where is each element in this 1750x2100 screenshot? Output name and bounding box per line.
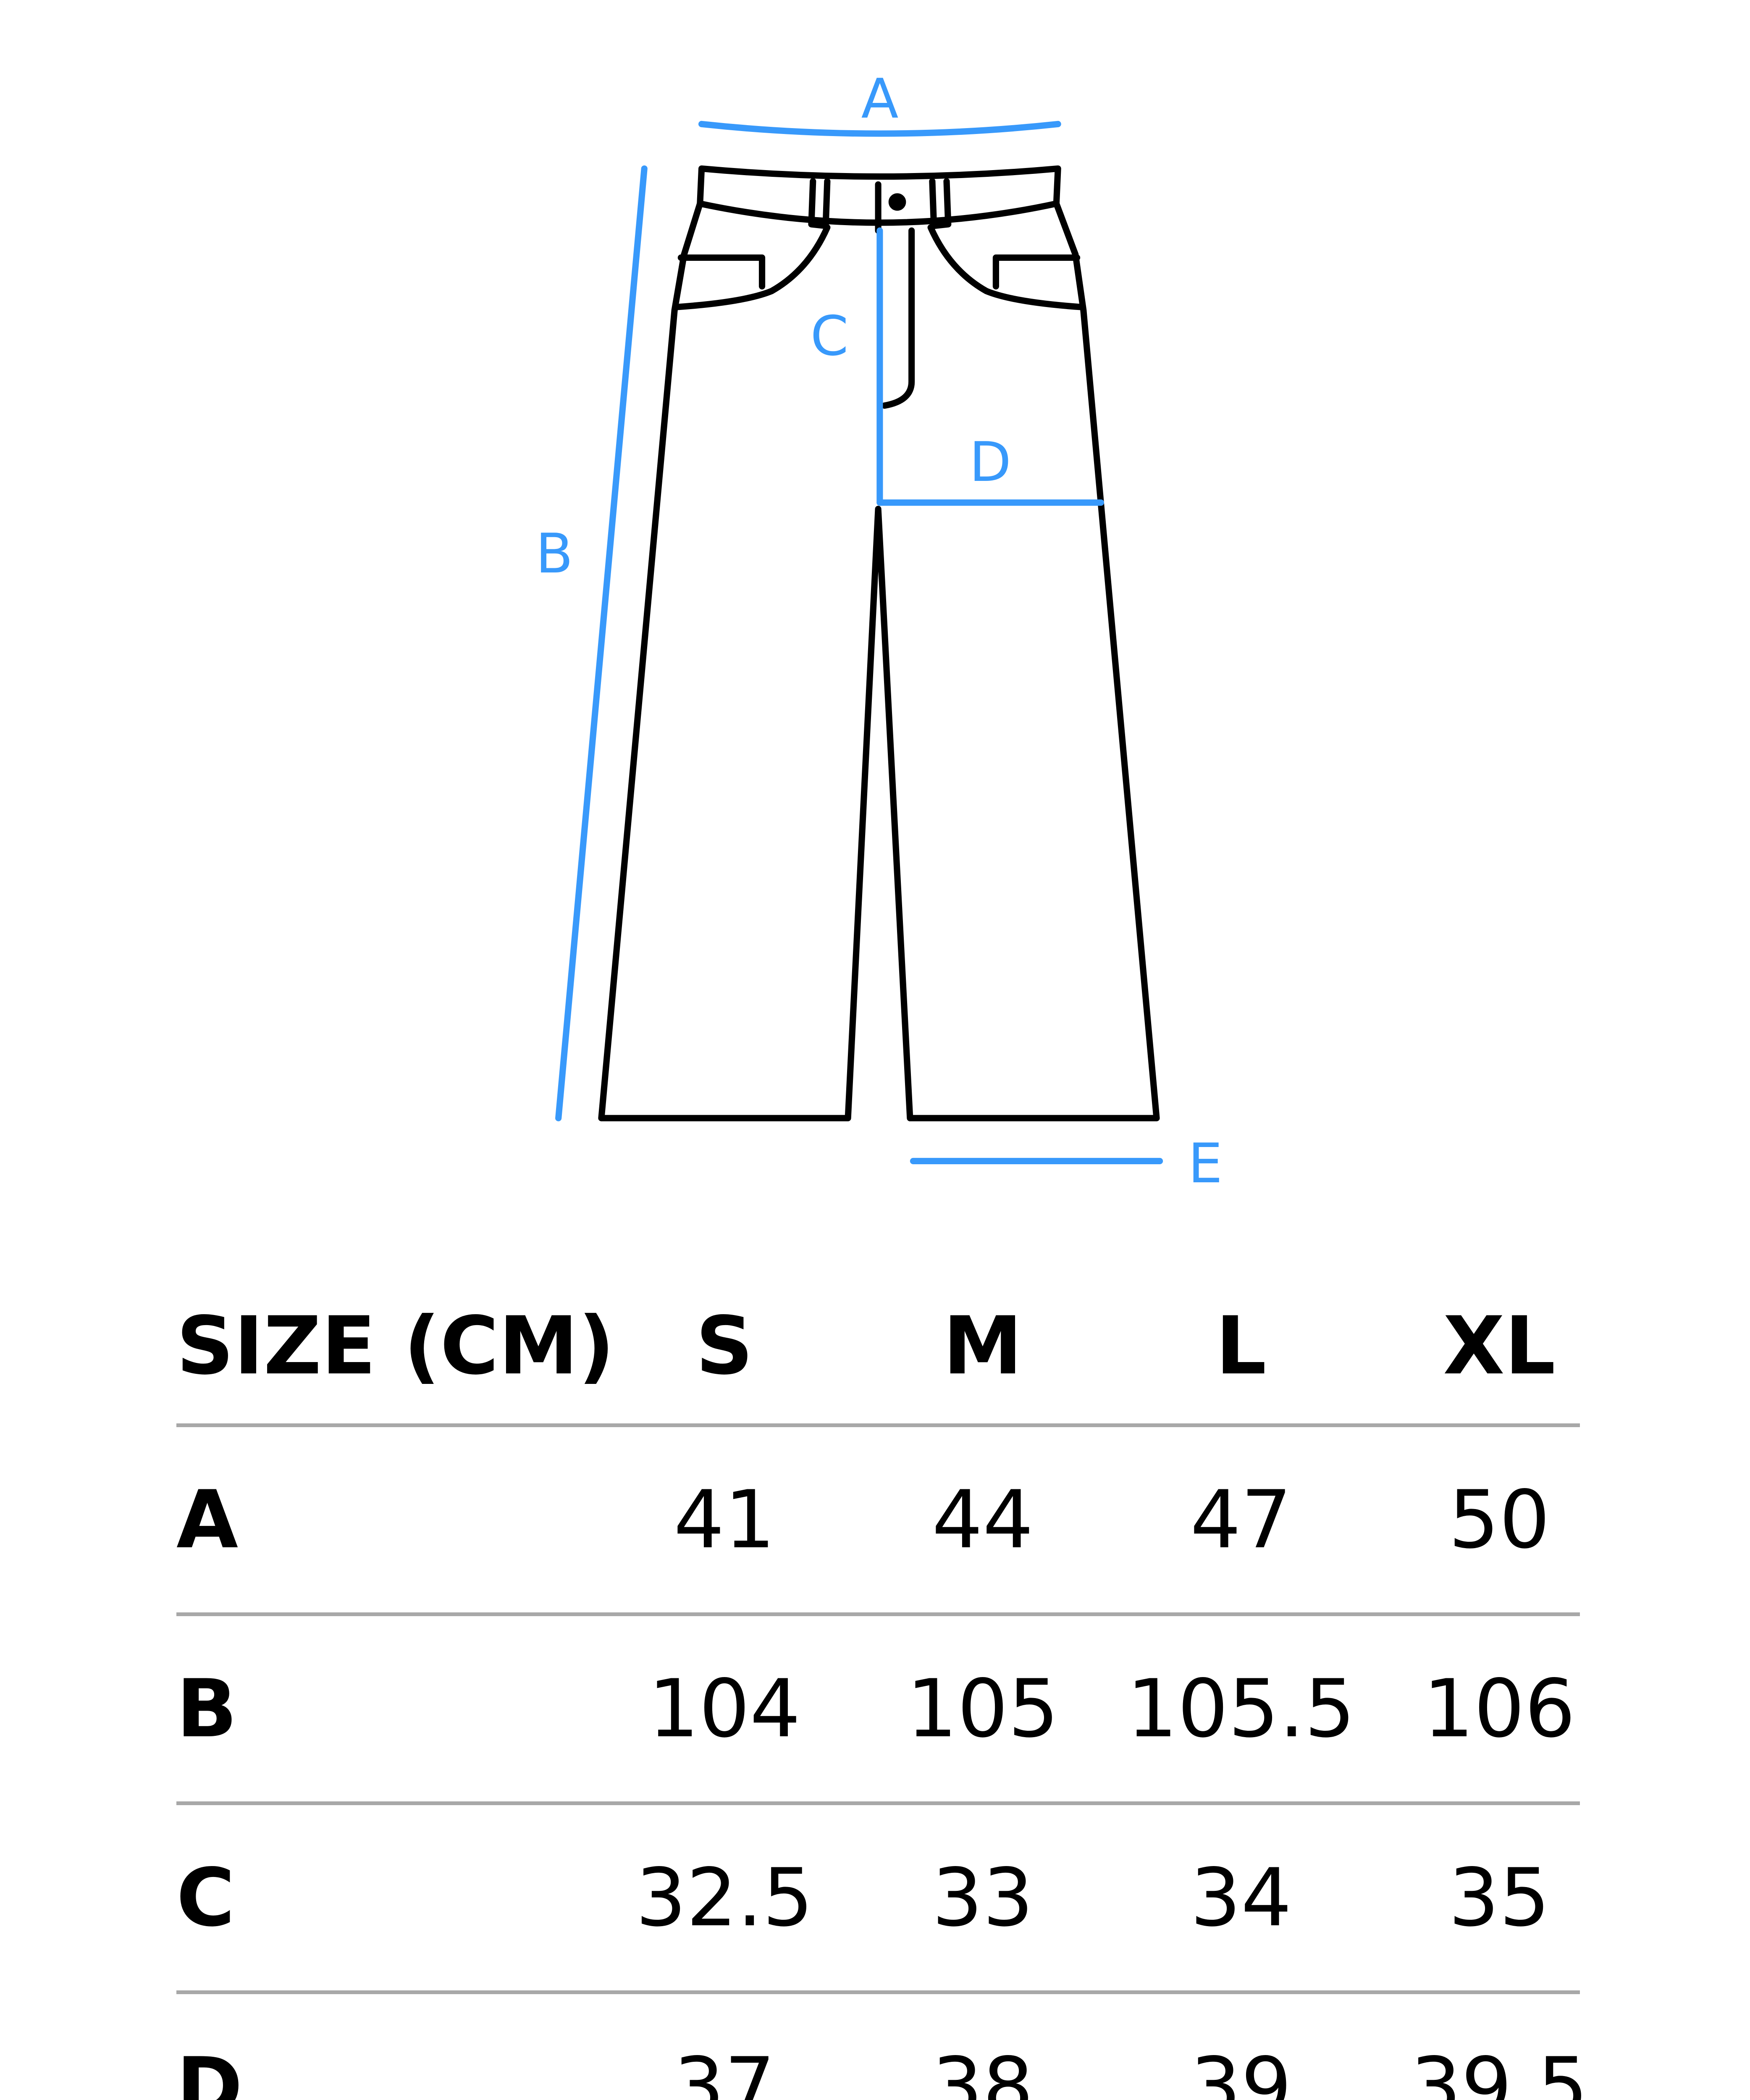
header-size-xl: XL: [1443, 1299, 1556, 1392]
pants-outline-icon: [555, 121, 1163, 1165]
header-size-m: M: [943, 1299, 1023, 1392]
table-cell: 106: [1423, 1662, 1576, 1755]
table-cell: 41: [674, 1473, 775, 1566]
dimension-label-e: E: [1188, 1131, 1223, 1195]
table-cell: 33: [932, 1851, 1034, 1944]
table-cell: 32.5: [635, 1851, 813, 1944]
table-cell: 47: [1190, 1473, 1292, 1566]
table-cell: 38: [932, 2040, 1034, 2100]
dimension-label-b: B: [535, 522, 573, 585]
dimension-label-c: C: [810, 304, 849, 368]
table-row: C 32.5 33 34 35: [176, 1805, 1580, 1994]
dimension-label-d: D: [969, 430, 1012, 494]
header-size-l: L: [1215, 1299, 1267, 1392]
row-label: D: [176, 2040, 243, 2100]
row-label: C: [176, 1851, 235, 1944]
table-cell: 37: [674, 2040, 775, 2100]
dimension-label-a: A: [861, 67, 899, 131]
header-label: SIZE (CM): [176, 1299, 615, 1392]
table-cell: 39.5: [1410, 2040, 1588, 2100]
table-cell: 104: [648, 1662, 801, 1755]
row-label: B: [176, 1662, 237, 1755]
table-cell: 50: [1448, 1473, 1550, 1566]
row-label: A: [176, 1473, 239, 1566]
table-cell: 35: [1448, 1851, 1550, 1944]
table-header-row: SIZE (CM) S M L XL: [176, 1268, 1580, 1427]
table-row: B 104 105 105.5 106: [176, 1616, 1580, 1805]
table-row: A 41 44 47 50: [176, 1427, 1580, 1616]
table-cell: 44: [932, 1473, 1034, 1566]
table-row: D 37 38 39 39.5: [176, 1994, 1588, 2100]
header-size-s: S: [695, 1299, 753, 1392]
size-chart-table: SIZE (CM) S M L XL A 41 44 47 50 B 104 1…: [176, 1268, 1588, 2100]
table-cell: 105.5: [1127, 1662, 1355, 1755]
table-cell: 105: [906, 1662, 1059, 1755]
table-cell: 34: [1190, 1851, 1292, 1944]
table-cell: 39: [1190, 2040, 1292, 2100]
pants-diagram: A B C D E: [535, 67, 1223, 1195]
